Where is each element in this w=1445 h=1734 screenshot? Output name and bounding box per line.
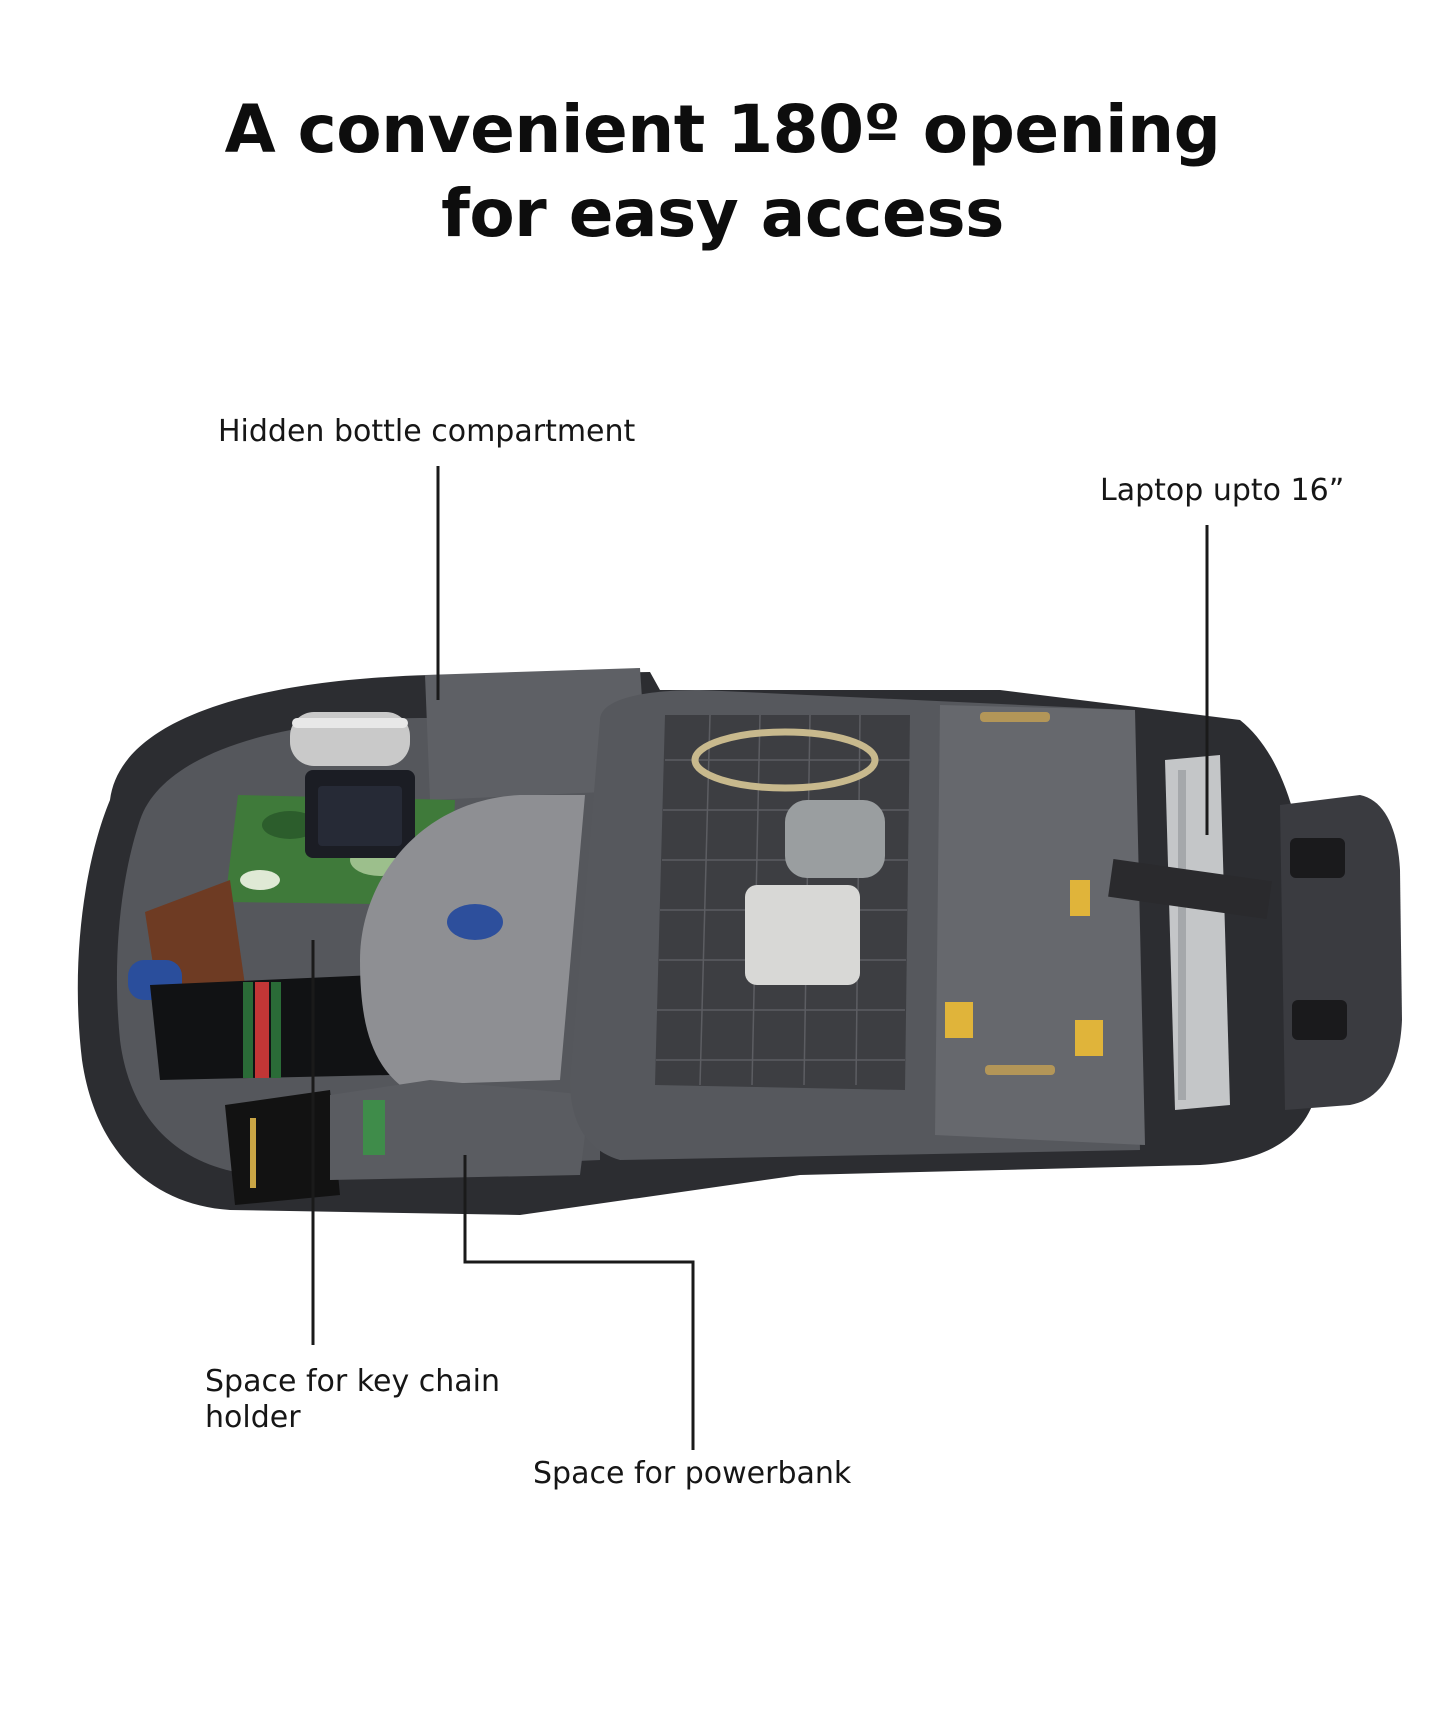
laptop bbox=[1165, 755, 1230, 1110]
handle-buckle-bottom bbox=[1292, 1000, 1347, 1040]
grey-mesh-pouch bbox=[360, 795, 585, 1085]
headline-line-1: A convenient 180º opening bbox=[224, 91, 1221, 168]
earbuds-case bbox=[785, 800, 885, 878]
pouch-logo bbox=[447, 904, 503, 940]
lid-document-pocket bbox=[935, 705, 1145, 1145]
callout-laptop: Laptop upto 16” bbox=[1100, 473, 1345, 508]
callout-hidden-bottle: Hidden bottle compartment bbox=[218, 414, 636, 449]
yellow-tab-1 bbox=[945, 1002, 973, 1038]
chocolate-box bbox=[225, 1090, 340, 1205]
zip-pull-bottom bbox=[985, 1065, 1055, 1075]
headline: A convenient 180º opening for easy acces… bbox=[0, 88, 1445, 256]
white-charger bbox=[745, 885, 860, 985]
callout-key-chain: Space for key chain holder bbox=[205, 1364, 500, 1436]
callout-key-line-1: Space for key chain bbox=[205, 1364, 501, 1399]
zip-pull-top bbox=[980, 712, 1050, 722]
callout-powerbank: Space for powerbank bbox=[533, 1456, 852, 1491]
bottle-pocket-flap bbox=[425, 668, 648, 800]
sunglasses-case bbox=[150, 975, 390, 1080]
laptop-strap bbox=[1108, 859, 1272, 919]
headline-line-2: for easy access bbox=[441, 175, 1004, 252]
callout-key-line-2: holder bbox=[205, 1400, 301, 1435]
handle-buckle-top bbox=[1290, 838, 1345, 878]
powerbank-edge bbox=[363, 1100, 385, 1155]
cable-coil bbox=[691, 728, 879, 792]
yellow-tab-2 bbox=[1075, 1020, 1103, 1056]
brand-tag bbox=[1070, 880, 1090, 916]
